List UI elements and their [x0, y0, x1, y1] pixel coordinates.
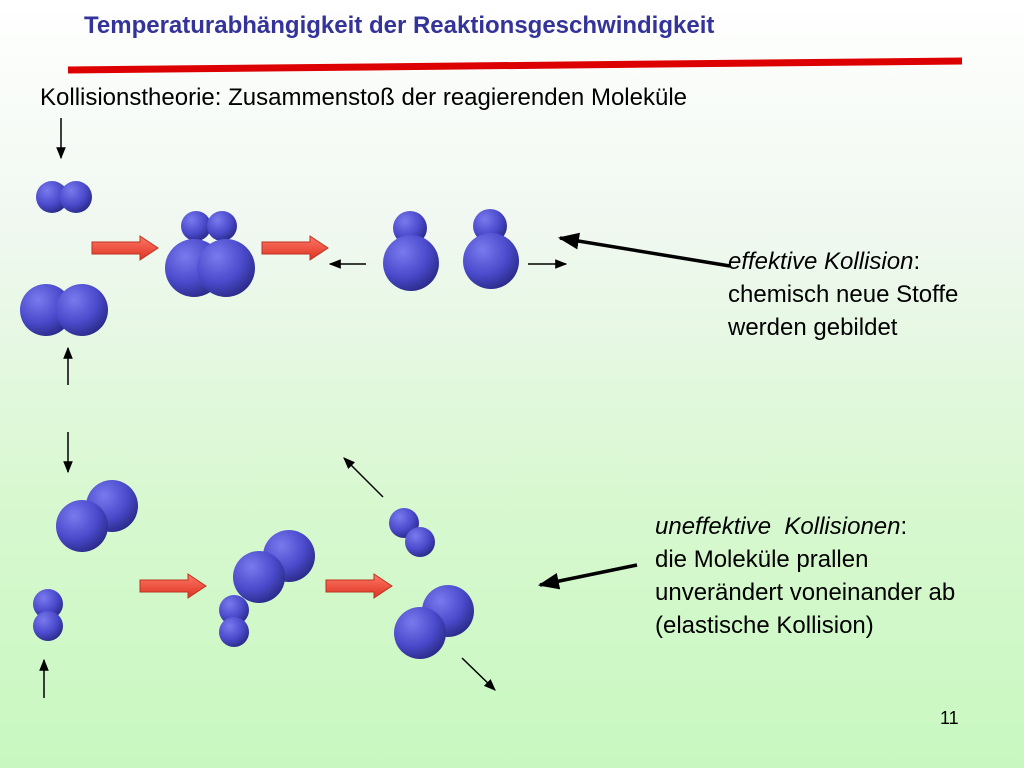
reaction-arrow-icon: [261, 235, 329, 261]
ineffective-description-line3: unverändert voneinander ab: [655, 579, 956, 606]
ineffective-collision-label: uneffektive Kollisionen: die Moleküle pr…: [655, 510, 955, 642]
molecule-small-top-left: [36, 181, 92, 213]
title-underline: [67, 57, 963, 74]
effective-colon: :: [913, 248, 921, 275]
molecule-rebound-small: [389, 508, 435, 557]
ineffective-collision-term: uneffektive Kollisionen: [655, 513, 901, 540]
effective-description-line3: werden gebildet: [728, 314, 898, 341]
ineffective-colon: :: [900, 513, 908, 540]
molecule-large-bottom-left: [56, 480, 138, 552]
pointer-arrow-icon: [557, 232, 731, 268]
slide-subtitle: Kollisionstheorie: Zusammenstoß der reag…: [40, 84, 687, 111]
molecule-small-bottom-left: [33, 589, 63, 641]
reaction-arrow-icon: [325, 573, 393, 599]
page-number: 11: [940, 708, 959, 728]
arrow-up-left-icon: [343, 457, 384, 498]
ineffective-description-line2: die Moleküle prallen: [655, 546, 869, 573]
reaction-arrow-icon: [139, 573, 207, 599]
ineffective-description-line4: (elastische Kollision): [655, 612, 874, 639]
effective-description-line2: chemisch neue Stoffe: [728, 281, 959, 308]
molecule-bounce-small-middle: [219, 595, 249, 647]
slide-title: Temperaturabhängigkeit der Reaktionsgesc…: [84, 12, 715, 39]
molecule-bounce-large-middle: [233, 530, 315, 603]
molecule-product-right: [463, 209, 519, 289]
arrow-down-right-icon: [461, 657, 496, 691]
reaction-arrow-icon: [91, 235, 159, 261]
molecule-large-left: [20, 284, 108, 336]
molecule-product-left: [383, 211, 439, 291]
molecule-collision-complex: [165, 211, 255, 297]
effective-collision-label: effektive Kollision: chemisch neue Stoff…: [728, 245, 958, 344]
effective-collision-term: effektive Kollision: [728, 248, 914, 275]
molecule-rebound-large: [394, 585, 474, 659]
pointer-arrow-icon: [537, 563, 638, 590]
